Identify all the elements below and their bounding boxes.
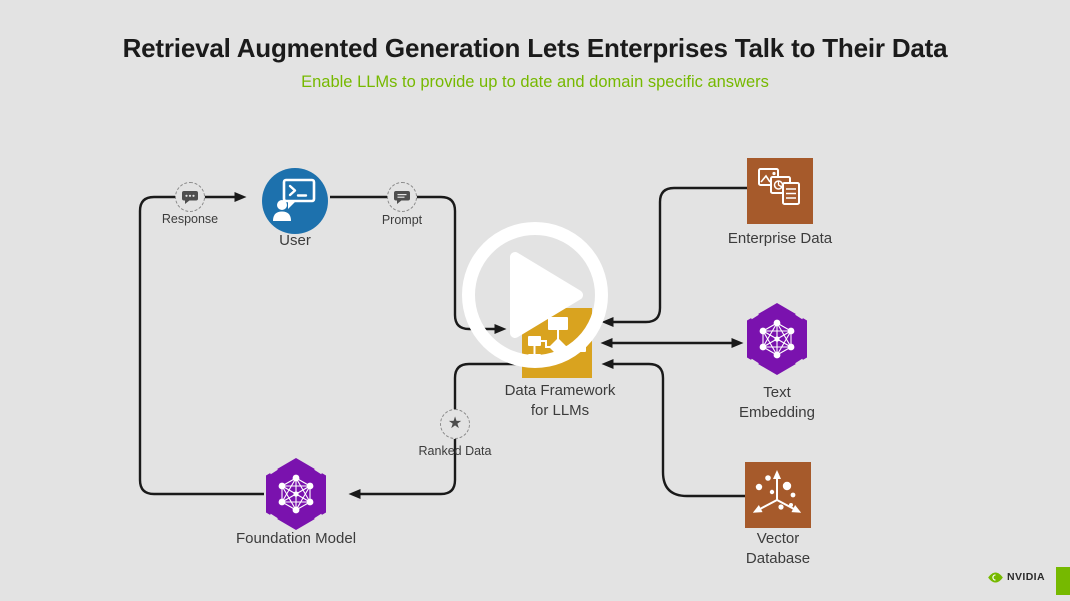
page-title: Retrieval Augmented Generation Lets Ente… <box>122 33 948 63</box>
foundation-model-label: Foundation Model <box>235 530 357 547</box>
vector-database-label: Vector Database <box>745 530 811 567</box>
chat-terminal-user-icon <box>273 178 316 221</box>
green-corner-bar <box>1056 567 1070 595</box>
3d-scatter-axes-icon <box>752 470 802 513</box>
text-embedding-label: Text Embedding <box>739 384 815 421</box>
arrow-enterprise-to-framework <box>601 186 747 327</box>
user-label: User <box>279 232 311 249</box>
chat-dots-icon <box>182 190 198 204</box>
text-embedding-node <box>747 303 807 375</box>
ranked-data-badge: ★ <box>440 409 470 439</box>
vector-database-node <box>745 462 811 528</box>
prompt-badge <box>387 182 417 212</box>
nvidia-logo: NVIDIA <box>988 571 1045 583</box>
play-icon <box>462 222 608 368</box>
nvidia-eye-icon <box>988 571 1003 583</box>
enterprise-data-node <box>747 158 813 224</box>
nvidia-wordmark: NVIDIA <box>1007 571 1045 583</box>
star-icon: ★ <box>447 414 463 432</box>
chat-lines-icon <box>394 190 410 204</box>
prompt-badge-label: Prompt <box>381 213 423 227</box>
foundation-model-node <box>266 458 326 530</box>
enterprise-data-label: Enterprise Data <box>727 230 833 247</box>
data-framework-label: Data Framework for LLMs <box>504 382 616 419</box>
response-badge <box>175 182 205 212</box>
user-node <box>262 168 328 234</box>
page-subtitle: Enable LLMs to provide up to date and do… <box>301 73 769 91</box>
play-button[interactable] <box>455 215 615 375</box>
ranked-data-badge-label: Ranked Data <box>418 444 492 458</box>
response-badge-label: Response <box>161 212 219 226</box>
stacked-documents-icon <box>758 168 800 205</box>
